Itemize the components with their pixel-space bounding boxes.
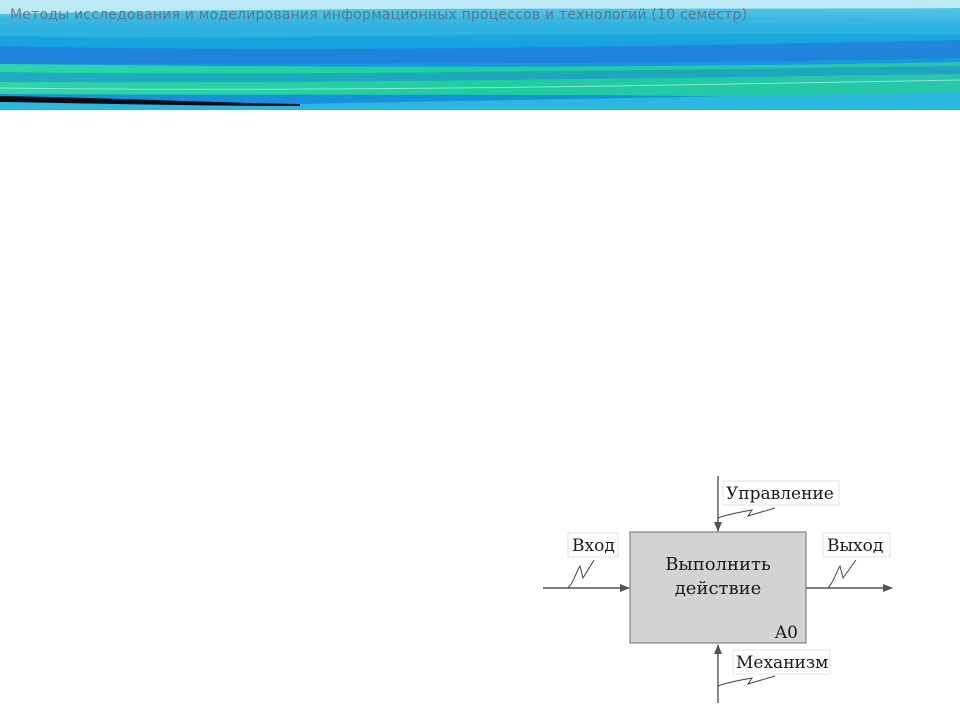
course-title: Методы исследования и моделирования инфо… — [10, 7, 748, 23]
mechanism-label-box — [732, 649, 831, 675]
input-squiggle — [567, 559, 595, 589]
mechanism-label: Механизм — [736, 653, 828, 673]
activity-name-line1: Выполнить — [665, 554, 771, 575]
activity-name-line2: действие — [675, 578, 762, 599]
control-label: Управление — [726, 484, 834, 504]
output-label: Выход — [827, 536, 883, 556]
control-label-box — [722, 480, 840, 506]
input-label: Вход — [572, 536, 615, 556]
activity-box — [629, 531, 807, 644]
header-wave-graphic — [0, 0, 960, 110]
activity-node-id: A0 — [774, 623, 798, 643]
control-squiggle — [717, 507, 776, 519]
mechanism-squiggle — [717, 675, 776, 687]
output-label-box — [822, 532, 891, 558]
input-label-box — [567, 532, 619, 558]
output-squiggle — [827, 559, 857, 589]
header-banner: Методы исследования и моделирования инфо… — [0, 0, 960, 110]
